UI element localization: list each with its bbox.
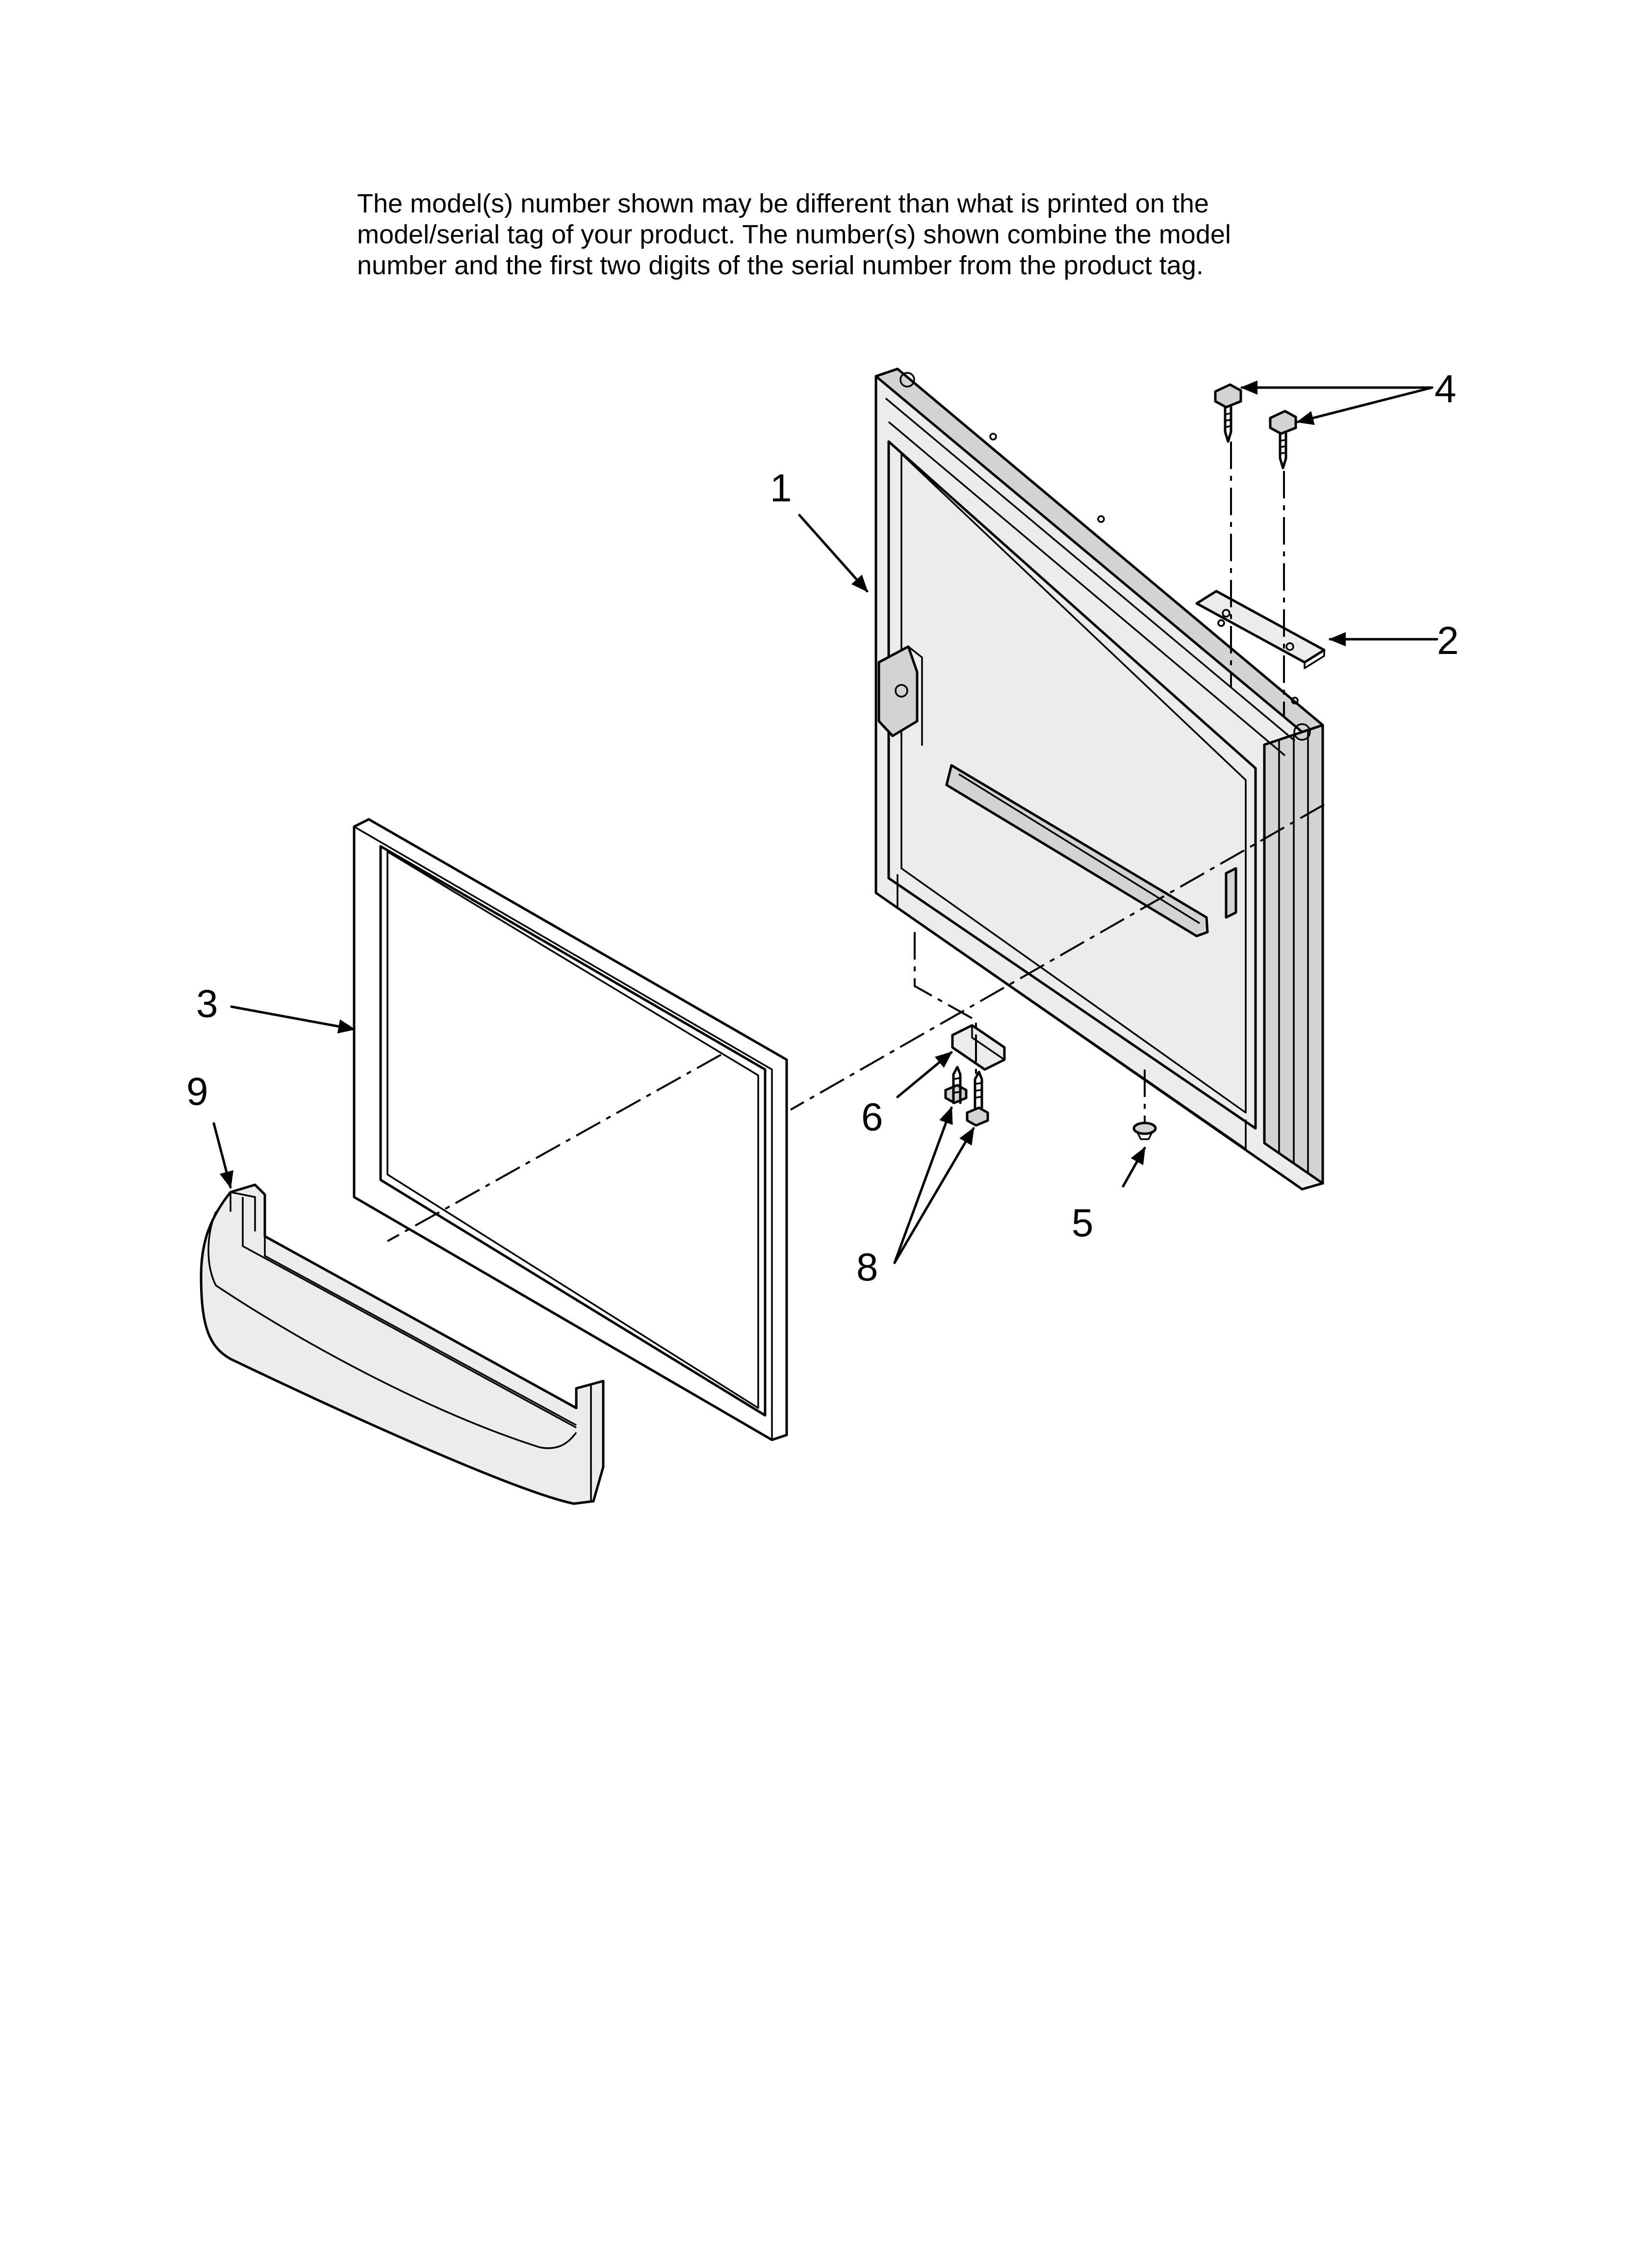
bottom-hinge-bracket: [951, 1024, 1006, 1071]
callout-6: 6: [861, 1095, 883, 1139]
note-line-1: The model(s) number shown may be differe…: [357, 189, 1209, 218]
callout-3: 3: [196, 982, 218, 1025]
note-line-3: number and the first two digits of the s…: [357, 251, 1204, 280]
hinge-screws: [1214, 383, 1297, 469]
door-gasket: [353, 818, 788, 1441]
callout-8: 8: [856, 1245, 878, 1289]
callout-2: 2: [1437, 619, 1459, 662]
hinge-bracket: [1195, 590, 1326, 669]
door-shelf-bin: [200, 1183, 605, 1505]
callout-1: 1: [770, 466, 792, 510]
leader-arrows: [212, 380, 1438, 1264]
note-line-2: model/serial tag of your product. The nu…: [357, 220, 1231, 249]
callout-5: 5: [1072, 1201, 1094, 1245]
alignment-lines: [387, 442, 1325, 1242]
door-plug: [1132, 1121, 1157, 1140]
model-number-note: The model(s) number shown may be differe…: [357, 188, 1436, 281]
door-panel: [874, 367, 1324, 1191]
callout-labels: 1 4 2 3 9 6 5 8: [186, 367, 1459, 1289]
bracket-screws: [944, 1066, 989, 1127]
callout-4: 4: [1435, 367, 1457, 411]
callout-9: 9: [186, 1069, 208, 1113]
